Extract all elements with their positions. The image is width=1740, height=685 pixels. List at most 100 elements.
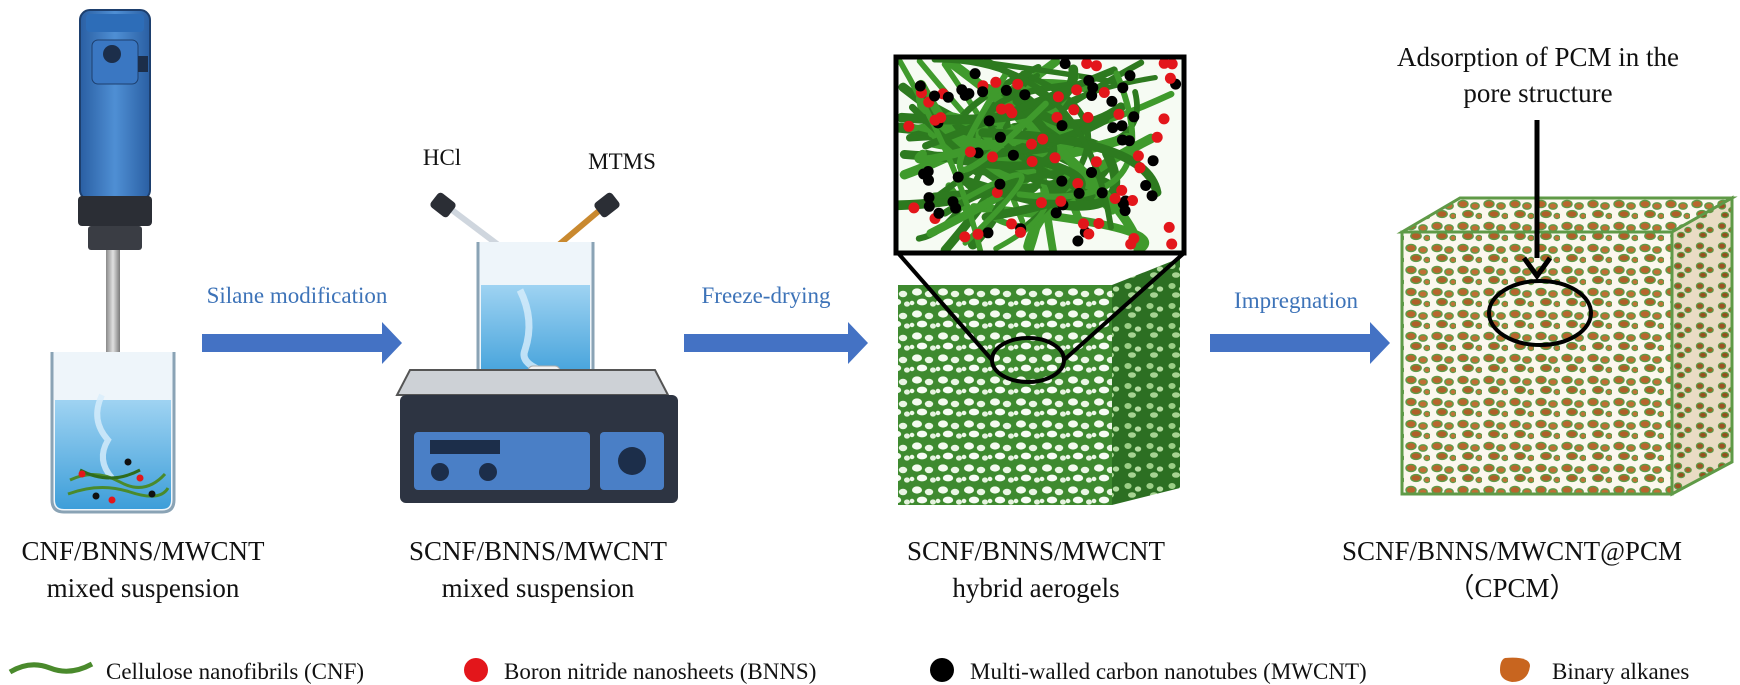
bnns-particle xyxy=(1158,113,1170,125)
bnns-particle xyxy=(935,112,947,124)
bnns-particle xyxy=(990,76,1002,88)
mwcnt-particle xyxy=(1124,70,1136,82)
mwcnt-particle xyxy=(982,227,994,239)
bnns-particle xyxy=(1090,156,1102,168)
mwcnt-particle xyxy=(923,192,935,204)
bnns-particle xyxy=(1012,78,1024,90)
bnns-particle xyxy=(1052,91,1064,103)
legend-label-bnns: Boron nitride nanosheets (BNNS) xyxy=(504,659,816,684)
stage-3-line-2: hybrid aerogels xyxy=(952,573,1119,603)
step-impregnation: Impregnation xyxy=(1234,288,1358,313)
nanofibril-strand xyxy=(978,128,1162,197)
mwcnt-particle xyxy=(1096,187,1108,199)
bnns-particle xyxy=(995,103,1007,115)
mwcnt-particle xyxy=(933,207,945,219)
bnns-particle xyxy=(1083,228,1095,240)
bnns-particle xyxy=(1132,150,1144,162)
stage-4-line-2: （CPCM） xyxy=(1447,573,1576,603)
mwcnt-particle xyxy=(914,80,926,92)
bnns-particle xyxy=(1113,108,1125,120)
pore-highlight-circle xyxy=(1487,279,1593,347)
orange-drop-icon xyxy=(1500,657,1530,682)
bnns-particle xyxy=(1026,156,1038,167)
bnns-particle xyxy=(959,231,971,243)
green-fiber-icon xyxy=(8,661,94,675)
nanofibril-strand xyxy=(957,148,1121,211)
mwcnt-particle xyxy=(1086,167,1097,178)
mwcnt-particle xyxy=(956,84,968,96)
mwcnt-particle xyxy=(929,90,940,102)
beaker-2 xyxy=(476,242,595,388)
legend-label-cnf: Cellulose nanofibrils (CNF) xyxy=(106,659,364,684)
mwcnt-particle xyxy=(994,131,1006,143)
aerogel-cube xyxy=(898,258,1180,505)
bnns-particle xyxy=(1128,233,1140,244)
zoom-inset xyxy=(893,54,1187,362)
bnns-particle xyxy=(987,151,998,163)
bnns-particle xyxy=(1090,60,1102,72)
bnns-particle xyxy=(908,202,920,214)
reagent-hcl: HCl xyxy=(423,145,461,170)
mwcnt-particle xyxy=(1073,187,1085,199)
mwcnt-particle xyxy=(1019,89,1031,101)
stage-2-line-2: mixed suspension xyxy=(442,573,635,603)
reagent-mtms: MTMS xyxy=(588,149,656,174)
mwcnt-particle xyxy=(1007,149,1019,161)
mwcnt-particle xyxy=(1116,120,1128,132)
mwcnt-particle xyxy=(1146,190,1158,202)
bnns-particle xyxy=(1082,111,1094,123)
bnns-particle xyxy=(1109,193,1121,204)
arrow-freeze-drying xyxy=(684,322,868,364)
nanofibril-strand xyxy=(931,57,1114,231)
bnns-particle xyxy=(991,187,1003,198)
mwcnt-particle xyxy=(969,68,981,80)
stage-4-line-1: SCNF/BNNS/MWCNT@PCM xyxy=(1342,536,1682,566)
bnns-particle xyxy=(1049,152,1061,164)
cpcm-cube xyxy=(1396,195,1738,497)
droppers xyxy=(430,192,620,253)
nanofibril-strand xyxy=(956,71,1049,173)
legend: Cellulose nanofibrils (CNF) Boron nitrid… xyxy=(8,657,1689,684)
arrow-impregnation xyxy=(1210,322,1390,364)
bnns-particle xyxy=(1166,58,1178,70)
bnns-particle xyxy=(1015,226,1026,238)
bnns-particle xyxy=(903,120,915,132)
bnns-particle xyxy=(1051,111,1063,123)
mwcnt-particle xyxy=(1117,82,1129,94)
annotation-arrow xyxy=(1521,120,1553,281)
mwcnt-particle xyxy=(923,174,934,186)
bnns-particle xyxy=(1116,184,1128,196)
mwcnt-particle xyxy=(1056,175,1068,187)
bnns-particle xyxy=(1134,162,1146,174)
bnns-particle xyxy=(1006,218,1017,230)
mwcnt-particle xyxy=(977,86,989,98)
arrow-silane-modification xyxy=(202,322,402,364)
stage-1-line-2: mixed suspension xyxy=(47,573,240,603)
stage-3-line-1: SCNF/BNNS/MWCNT xyxy=(907,536,1166,566)
mwcnt-particle xyxy=(1000,84,1012,96)
step-silane-modification: Silane modification xyxy=(207,283,388,308)
bnns-particle xyxy=(1081,58,1093,69)
bnns-particle xyxy=(1071,84,1083,96)
nanofibril-strand xyxy=(914,145,974,165)
bnns-particle xyxy=(972,228,984,240)
annotation-line-2: pore structure xyxy=(1463,78,1612,108)
mwcnt-particle xyxy=(1147,155,1159,167)
nanofibril-strand xyxy=(922,96,1058,170)
mwcnt-particle xyxy=(1050,207,1062,219)
bnns-particle xyxy=(1098,87,1110,98)
step-freeze-drying: Freeze-drying xyxy=(702,283,831,308)
stage-2-line-1: SCNF/BNNS/MWCNT xyxy=(409,536,668,566)
bnns-particle xyxy=(1166,238,1178,250)
beaker-1 xyxy=(50,352,176,514)
mwcnt-particle xyxy=(952,171,964,183)
bnns-particle xyxy=(1127,195,1138,206)
bnns-particle xyxy=(1055,195,1067,207)
bnns-particle xyxy=(1026,138,1037,150)
mwcnt-particle xyxy=(942,91,954,103)
bnns-particle xyxy=(1164,72,1176,84)
mwcnt-particle xyxy=(994,178,1006,190)
stage-1-line-1: CNF/BNNS/MWCNT xyxy=(21,536,265,566)
homogenizer-illustration xyxy=(78,9,152,400)
red-dot-icon xyxy=(464,658,488,682)
